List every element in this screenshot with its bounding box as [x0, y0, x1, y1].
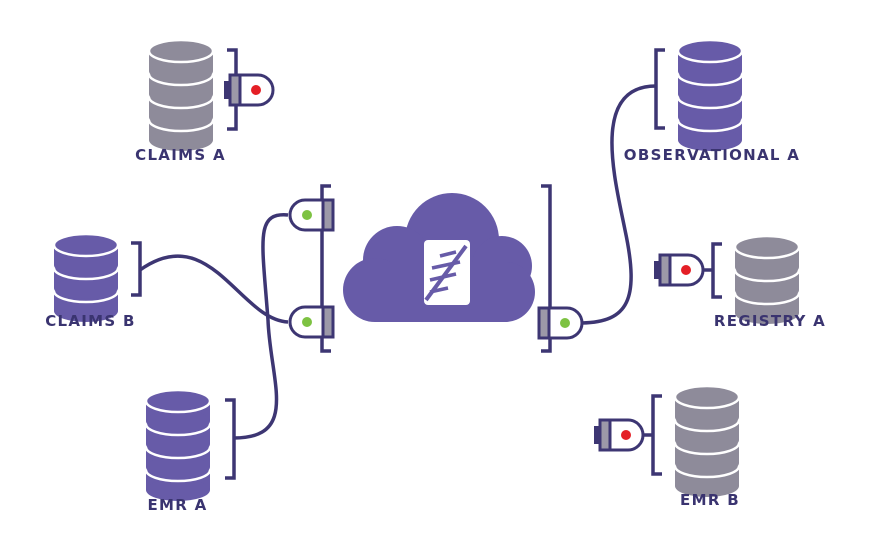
database-icon-observational-a: [676, 38, 744, 151]
bracket-observational-a: [654, 48, 665, 130]
ladder-logo-icon: [424, 240, 470, 305]
hub-plug-right: [537, 306, 584, 340]
plug-prong: [594, 426, 600, 444]
connection-line-observational-a: [581, 84, 657, 325]
connection-line-emr-a: [233, 213, 289, 440]
source-label-observational-a: OBSERVATIONAL A: [623, 146, 801, 164]
plug-prong: [654, 261, 660, 279]
bracket-emr-a: [225, 398, 236, 480]
hub-plug-bottom-left: [288, 305, 335, 339]
plug-prong: [224, 81, 230, 99]
source-node-emr-a: [144, 388, 236, 501]
database-icon-claims-b: [52, 232, 120, 322]
status-dot-red: [681, 265, 691, 275]
source-label-claims-b: CLAIMS B: [45, 312, 136, 330]
source-label-emr-a: EMR A: [147, 496, 208, 514]
plug-emr-b: [594, 418, 645, 452]
database-icon-claims-a: [147, 38, 215, 151]
cloud-hub: [320, 184, 552, 353]
source-label-emr-b: EMR B: [680, 491, 740, 509]
status-dot-green: [302, 210, 312, 220]
source-label-registry-a: REGISTRY A: [713, 312, 827, 330]
bracket-claims-b: [131, 241, 142, 297]
plug-claims-a: [224, 73, 275, 107]
status-dot-green: [302, 317, 312, 327]
database-icon-emr-b: [673, 384, 741, 497]
status-dot-red: [251, 85, 261, 95]
source-node-observational-a: [654, 38, 744, 151]
source-node-emr-b: [594, 384, 741, 497]
database-icon-emr-a: [144, 388, 212, 501]
plug-registry-a: [654, 253, 705, 287]
connection-line-claims-b: [138, 254, 289, 324]
source-label-claims-a: CLAIMS A: [135, 146, 226, 164]
source-node-claims-b: [52, 232, 142, 322]
source-node-registry-a: [654, 234, 801, 324]
source-node-claims-a: [147, 38, 275, 151]
bracket-emr-b: [651, 394, 662, 476]
hub-right-bracket: [541, 184, 552, 353]
hub-left-bracket: [320, 184, 331, 353]
database-icon-registry-a: [733, 234, 801, 324]
bracket-registry-a: [711, 242, 722, 299]
hub-plug-top-left: [288, 198, 335, 232]
connection-lines: [138, 84, 657, 440]
status-dot-green: [560, 318, 570, 328]
hub-plugs: [288, 198, 584, 340]
status-dot-red: [621, 430, 631, 440]
